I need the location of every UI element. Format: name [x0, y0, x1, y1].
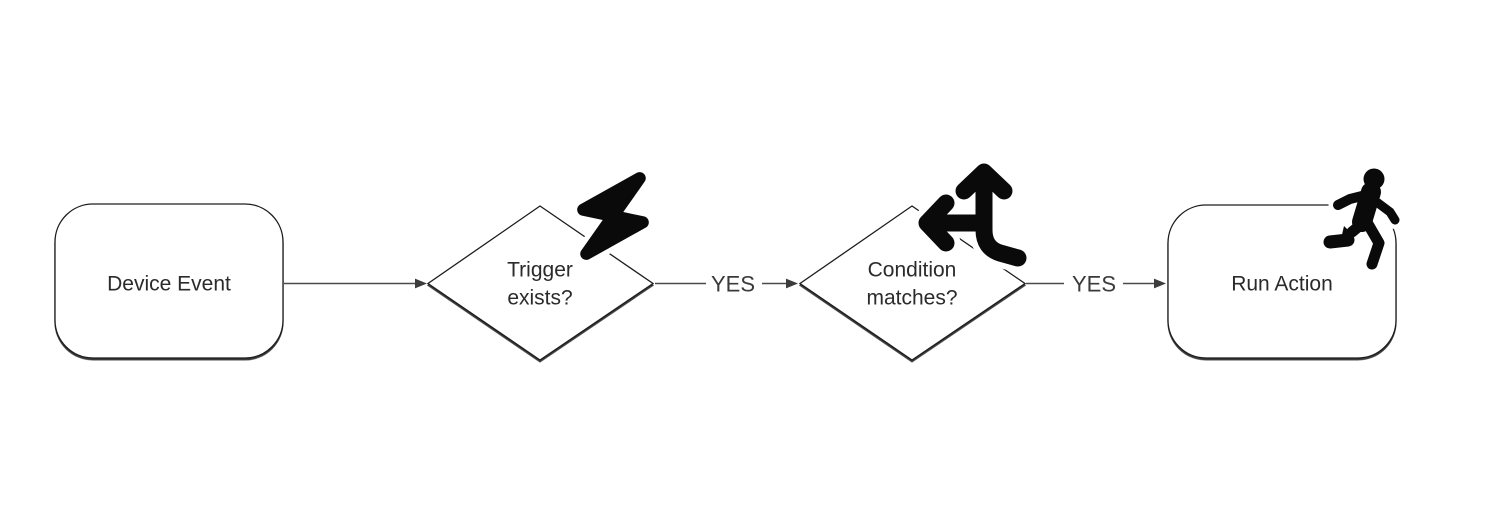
node-label-line2: exists? [507, 287, 572, 310]
lightning-bolt-icon [571, 166, 655, 266]
node-condition-matches: Condition matches? [798, 205, 1027, 361]
split-arrows-up-left-icon [912, 157, 1033, 273]
node-label-line1: Condition [868, 259, 957, 282]
arrowhead-icon [786, 278, 798, 289]
person-running-icon [1319, 164, 1404, 274]
edge-trigger-exists-to-condition-matches: YES [655, 272, 798, 297]
node-device-event: Device Event [54, 203, 284, 359]
node-trigger-exists: Trigger exists? [426, 205, 655, 361]
node-label: Device Event [107, 273, 231, 296]
edge-label-yes-2: YES [1072, 272, 1116, 297]
node-label-line1: Trigger [507, 259, 573, 282]
node-label: Run Action [1231, 273, 1333, 296]
arrowhead-icon [1154, 278, 1166, 289]
diamond-shape [426, 205, 655, 361]
rounded-rect-shape [54, 203, 284, 359]
node-label-line2: matches? [866, 287, 957, 310]
edge-label-yes-1: YES [711, 272, 755, 297]
edge-device-event-to-trigger-exists [284, 278, 427, 289]
edge-condition-matches-to-run-action: YES [1026, 272, 1166, 297]
arrowhead-icon [415, 278, 427, 289]
